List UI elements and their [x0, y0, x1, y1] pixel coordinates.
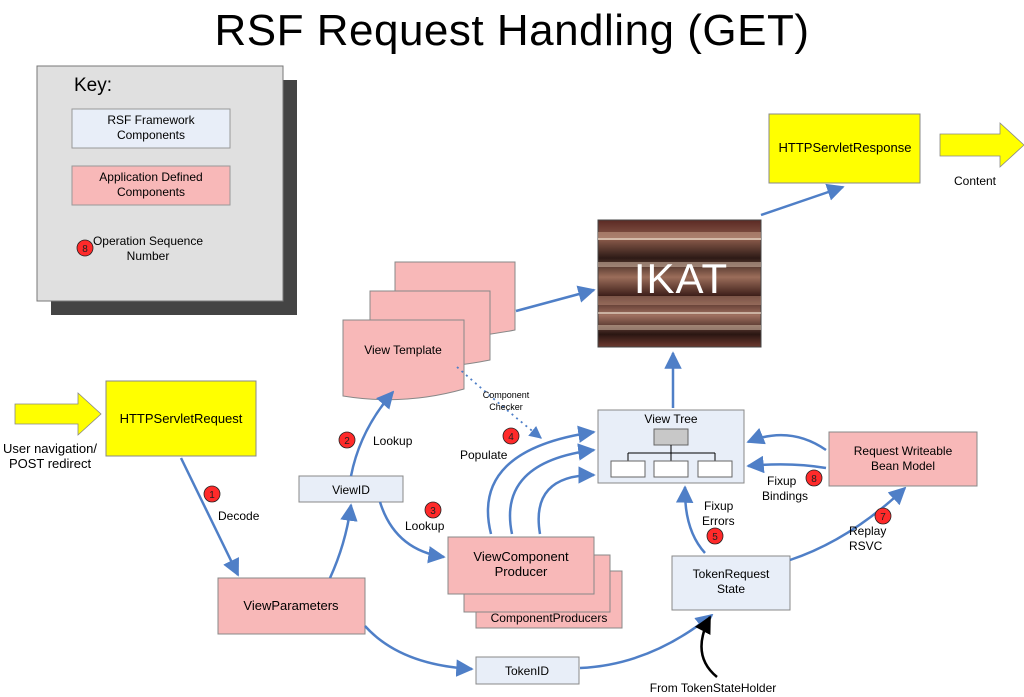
step-badge-num: 7: [880, 512, 886, 523]
arrow-producer-to-viewtree-1: [486, 425, 596, 535]
step-label: Errors: [702, 514, 735, 528]
arrow-tokenstate-replay-rsvc: [789, 486, 907, 562]
content-label: Content: [954, 174, 997, 188]
http-servlet-response-box: [768, 113, 921, 184]
ikat-textile-image: [597, 219, 762, 348]
step-label: Bindings: [762, 489, 808, 503]
request-bean-model-box: [828, 431, 978, 487]
request-bean-label-2: Bean Model: [871, 459, 935, 473]
arrow-request-to-viewparams: [179, 457, 240, 577]
token-id-label: TokenID: [505, 664, 549, 678]
user-nav-label-2: POST redirect: [9, 456, 92, 471]
step-1: 1 Decode: [203, 485, 260, 523]
ikat-label: IKAT: [634, 255, 728, 302]
http-servlet-response-label: HTTPServletResponse: [779, 140, 912, 155]
from-token-holder-arrow: [694, 615, 718, 678]
key-heading: Key:: [74, 75, 112, 96]
step-badge-num: 5: [712, 532, 718, 543]
arrow-producer-to-viewtree-2: [508, 443, 596, 535]
arrow-ikat-to-response: [760, 183, 845, 217]
request-bean-label-1: Request Writeable: [854, 444, 953, 458]
content-output-arrow: [939, 122, 1024, 168]
step-3: 3 Lookup: [405, 501, 445, 533]
key-seq-label-1: Operation Sequence: [93, 234, 203, 248]
user-nav-label-1: User navigation/: [3, 441, 97, 456]
arrow-bean-to-viewtree: [746, 427, 827, 452]
incoming-request-arrow: [14, 392, 102, 436]
arrow-viewid-to-template: [349, 390, 395, 477]
token-request-state-box: [671, 555, 791, 611]
step-label: Decode: [218, 509, 260, 523]
arrow-producer-to-viewtree-3: [537, 466, 596, 535]
view-template-docs: [342, 261, 516, 401]
step-label: Lookup: [373, 434, 413, 448]
component-checker-label-1: Component: [483, 390, 530, 400]
key-legend: Key: RSF Framework Components Applicatio…: [36, 65, 297, 315]
step-label: Replay: [849, 524, 886, 538]
step-badge: [338, 431, 356, 449]
step-label: Fixup: [704, 499, 734, 513]
step-8: 8 Fixup Bindings: [762, 469, 823, 503]
step-5: 5 Fixup Errors: [702, 499, 735, 545]
vcp-label-1: ViewComponent: [473, 549, 569, 564]
component-checker-label-2: Checker: [489, 402, 523, 412]
key-app-swatch: [71, 165, 231, 206]
http-servlet-request-label: HTTPServletRequest: [120, 411, 243, 426]
key-seq-badge: [76, 239, 94, 257]
step-7: 7 Replay RSVC: [849, 507, 892, 553]
step-label: Lookup: [405, 519, 445, 533]
step-label: Populate: [460, 448, 508, 462]
arrow-template-to-ikat: [515, 285, 596, 313]
view-template-label: View Template: [364, 343, 442, 357]
step-label: RSVC: [849, 539, 883, 553]
from-token-holder-label: From TokenStateHolder: [650, 681, 777, 695]
step-badge: [874, 507, 892, 525]
key-seq-badge-num: 8: [82, 244, 88, 255]
token-id-box: [475, 656, 580, 685]
step-badge: [203, 485, 221, 503]
key-app-label-2: Components: [117, 185, 185, 199]
vcp-label-2: Producer: [495, 564, 548, 579]
step-badge: [502, 427, 520, 445]
arrow-viewid-to-producer: [378, 501, 446, 564]
step-2: 2 Lookup: [338, 431, 413, 449]
arrow-viewparams-to-tokenid: [364, 625, 474, 677]
key-framework-label-1: RSF Framework: [107, 113, 195, 127]
key-app-label-1: Application Defined: [99, 170, 202, 184]
diagram-title: RSF Request Handling (GET): [214, 6, 810, 55]
key-framework-swatch: [71, 108, 231, 149]
token-request-state-label-2: State: [717, 582, 745, 596]
step-badge: [805, 469, 823, 487]
step-label: Fixup: [767, 474, 797, 488]
component-producers-label: ComponentProducers: [491, 611, 608, 625]
step-badge: [424, 501, 442, 519]
view-component-producer-box: [447, 536, 595, 595]
key-framework-label-2: Components: [117, 128, 185, 142]
token-request-state-label-1: TokenRequest: [693, 567, 770, 581]
view-id-label: ViewID: [332, 483, 370, 497]
step-4: 4 Populate: [460, 427, 520, 462]
arrow-tokenstate-fixup-errors: [675, 485, 706, 554]
arrow-bean-to-viewtree-bindings: [746, 455, 827, 474]
step-badge-num: 1: [209, 490, 215, 501]
step-badge-num: 2: [344, 436, 350, 447]
key-seq-label-2: Number: [127, 249, 170, 263]
step-badge: [706, 527, 724, 545]
view-parameters-label: ViewParameters: [243, 598, 339, 613]
view-id-box: [298, 475, 404, 503]
view-tree-label: View Tree: [644, 412, 697, 426]
step-badge-num: 4: [508, 432, 514, 443]
step-badge-num: 8: [811, 474, 817, 485]
view-tree-hierarchy-icon: [610, 428, 733, 478]
step-badge-num: 3: [430, 506, 436, 517]
view-parameters-box: [217, 577, 366, 635]
arrow-viewparams-to-viewid: [328, 503, 358, 579]
http-servlet-request-box: [105, 380, 257, 457]
